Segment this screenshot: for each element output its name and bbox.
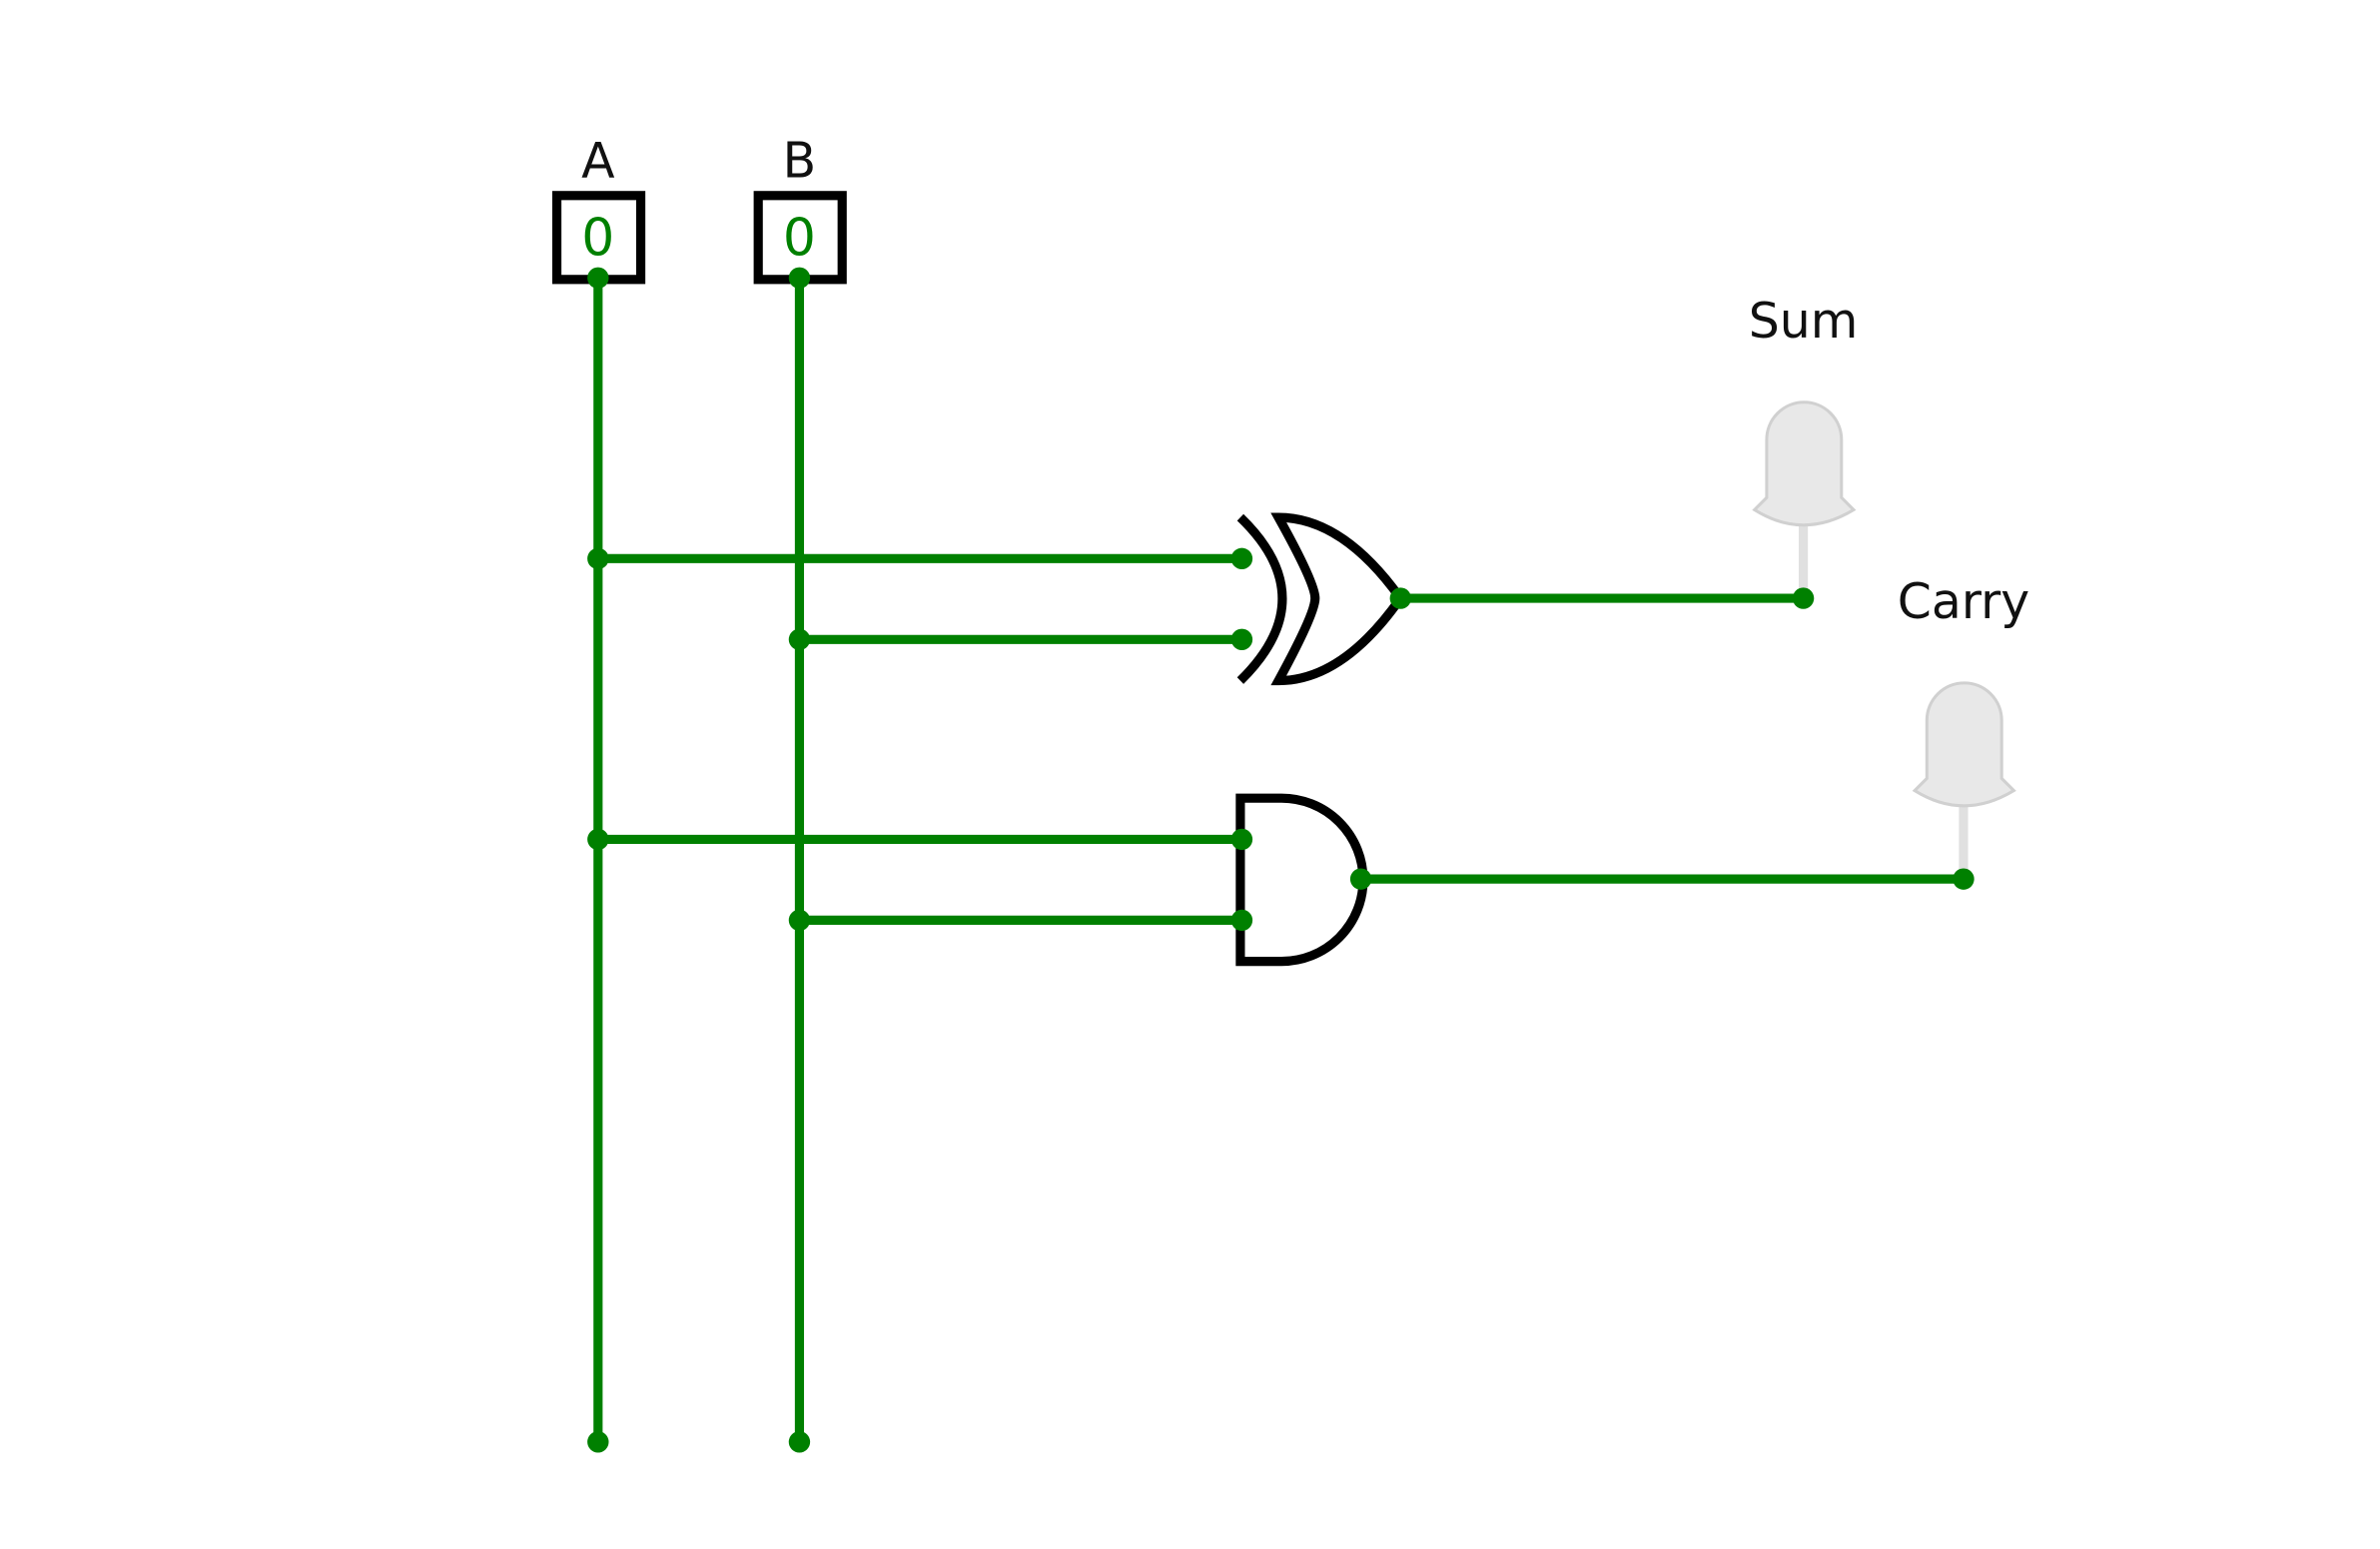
node[interactable]: [1230, 828, 1253, 851]
input-b[interactable]: B 0: [753, 132, 847, 285]
input-a[interactable]: A 0: [551, 132, 646, 285]
node[interactable]: [587, 267, 609, 289]
xor-gate-icon[interactable]: [1236, 512, 1406, 686]
carry-led[interactable]: Carry: [1898, 573, 2029, 880]
node[interactable]: [1389, 587, 1411, 609]
node[interactable]: [788, 1431, 811, 1453]
and-gate-icon[interactable]: [1235, 793, 1368, 967]
sum-led[interactable]: Sum: [1749, 293, 1859, 599]
node[interactable]: [587, 828, 609, 851]
input-b-value: 0: [783, 208, 816, 268]
input-a-value: 0: [581, 208, 614, 268]
node[interactable]: [788, 909, 811, 932]
node[interactable]: [587, 1431, 609, 1453]
sum-label: Sum: [1749, 293, 1859, 350]
node[interactable]: [1230, 909, 1253, 932]
connection-nodes: [587, 267, 1975, 1453]
node[interactable]: [1230, 547, 1253, 570]
input-a-box[interactable]: [551, 191, 646, 285]
node[interactable]: [788, 628, 811, 651]
input-b-label: B: [783, 132, 817, 189]
node[interactable]: [1792, 587, 1815, 609]
node[interactable]: [587, 547, 609, 570]
input-a-label: A: [581, 132, 615, 189]
node[interactable]: [1953, 868, 1975, 890]
node[interactable]: [1230, 628, 1253, 651]
node[interactable]: [1349, 868, 1372, 890]
node[interactable]: [788, 267, 811, 289]
carry-label: Carry: [1898, 573, 2029, 630]
wires: [593, 278, 1964, 1442]
